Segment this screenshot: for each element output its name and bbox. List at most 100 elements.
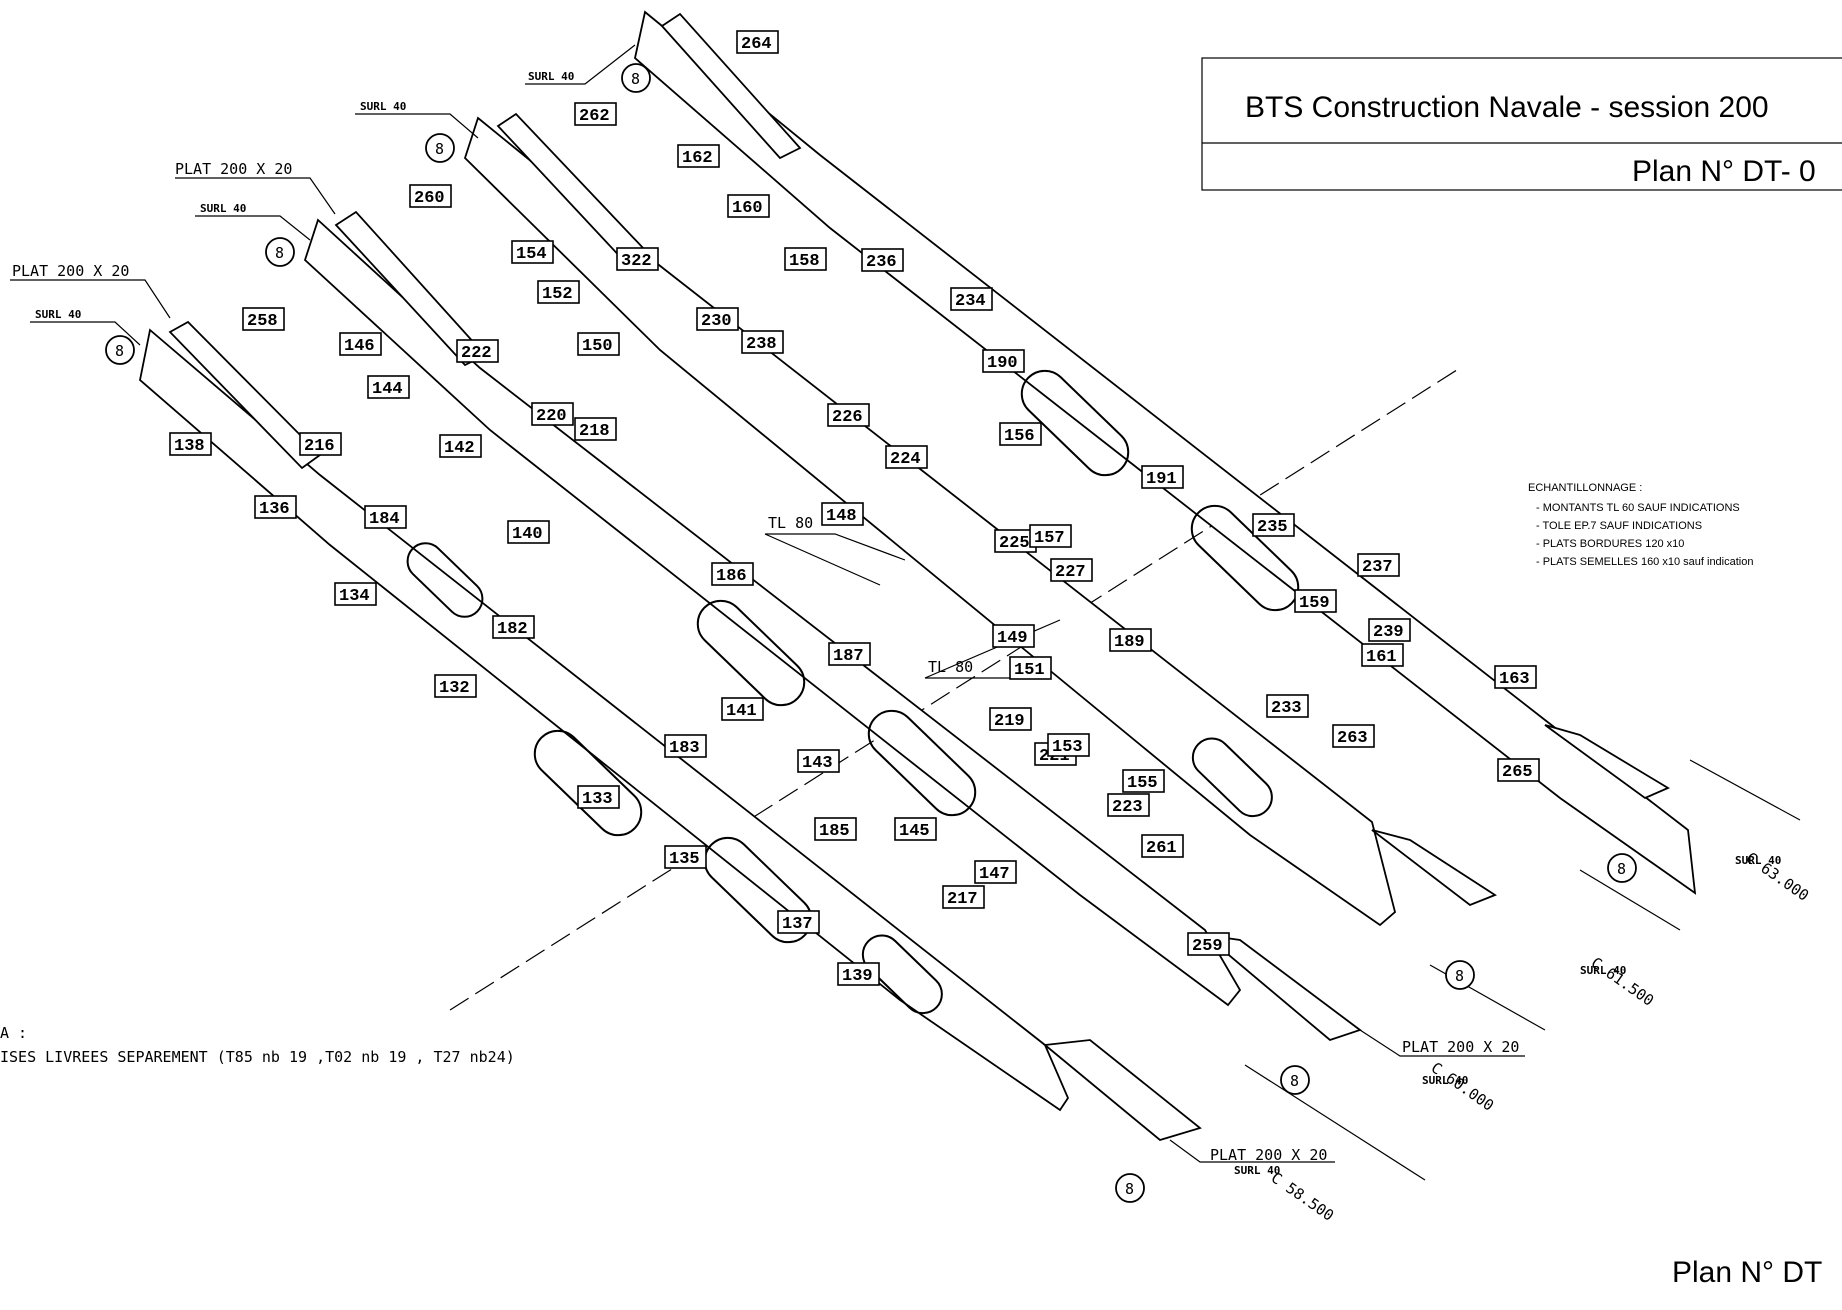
centerline — [449, 367, 1461, 1011]
part-label: 222 — [456, 339, 499, 363]
svg-text:137: 137 — [782, 915, 813, 934]
part-label: 218 — [574, 417, 617, 441]
part-label: 234 — [950, 287, 993, 311]
svg-text:8: 8 — [435, 140, 444, 158]
svg-text:190: 190 — [987, 354, 1018, 373]
svg-text:258: 258 — [247, 312, 278, 331]
svg-text:132: 132 — [439, 679, 470, 698]
part-label: 143 — [797, 749, 840, 773]
part-label: 261 — [1141, 834, 1184, 858]
svg-text:139: 139 — [842, 967, 873, 986]
svg-text:8: 8 — [631, 70, 640, 88]
part-label: 187 — [828, 642, 871, 666]
svg-text:227: 227 — [1055, 563, 1086, 582]
part-label: 184 — [364, 505, 407, 529]
part-label: 191 — [1141, 465, 1184, 489]
svg-text:159: 159 — [1299, 594, 1330, 613]
title-block: BTS Construction Navale - session 200 Pl… — [1201, 57, 1842, 191]
part-label: 233 — [1266, 694, 1309, 718]
part-label: 157 — [1029, 524, 1072, 548]
part-label: 265 — [1497, 758, 1540, 782]
part-label: 189 — [1109, 628, 1152, 652]
svg-text:135: 135 — [669, 850, 700, 869]
svg-text:223: 223 — [1112, 798, 1143, 817]
part-label: 227 — [1050, 558, 1093, 582]
svg-text:154: 154 — [516, 245, 547, 264]
svg-text:147: 147 — [979, 865, 1010, 884]
svg-text:142: 142 — [444, 439, 475, 458]
part-label: 219 — [989, 707, 1032, 731]
svg-text:234: 234 — [955, 292, 986, 311]
note-line: - MONTANTS TL 60 SAUF INDICATIONS — [1536, 502, 1740, 514]
part-label: 134 — [334, 582, 377, 606]
plan-number-bottom: Plan N° DT — [1672, 1256, 1822, 1289]
weld-marker: 8 — [105, 335, 135, 365]
svg-text:264: 264 — [741, 35, 772, 54]
svg-text:163: 163 — [1499, 670, 1530, 689]
svg-text:262: 262 — [579, 107, 610, 126]
part-label: 136 — [254, 495, 297, 519]
part-label: 230 — [696, 307, 739, 331]
svg-text:158: 158 — [789, 252, 820, 271]
svg-text:222: 222 — [461, 344, 492, 363]
svg-text:189: 189 — [1114, 633, 1145, 652]
svg-text:230: 230 — [701, 312, 732, 331]
part-label: 220 — [531, 402, 574, 426]
plat-label: PLAT 200 X 20 — [175, 160, 292, 178]
part-label: 149 — [992, 624, 1035, 648]
part-label: 239 — [1368, 618, 1411, 642]
svg-text:153: 153 — [1052, 738, 1083, 757]
svg-text:8: 8 — [1125, 1180, 1134, 1198]
svg-text:162: 162 — [682, 149, 713, 168]
svg-text:152: 152 — [542, 285, 573, 304]
part-label: 140 — [507, 520, 550, 544]
bottom-note-line2: ISES LIVREES SEPAREMENT (T85 nb 19 ,T02 … — [0, 1048, 515, 1066]
weld-marker: 8 — [1607, 853, 1637, 883]
svg-text:160: 160 — [732, 199, 763, 218]
surl-label: SURL 40 — [200, 202, 246, 215]
svg-text:136: 136 — [259, 500, 290, 519]
svg-text:138: 138 — [174, 437, 205, 456]
weld-marker: 8 — [1445, 960, 1475, 990]
svg-text:140: 140 — [512, 525, 543, 544]
svg-text:134: 134 — [339, 587, 370, 606]
part-label: 225 — [994, 529, 1037, 553]
flange-plates — [168, 12, 1670, 1142]
plat-label: PLAT 200 X 20 — [12, 262, 129, 280]
part-label: 156 — [999, 422, 1042, 446]
svg-text:233: 233 — [1271, 699, 1302, 718]
svg-text:143: 143 — [802, 754, 833, 773]
svg-text:133: 133 — [582, 790, 613, 809]
surl-label: SURL 40 — [1234, 1164, 1280, 1177]
part-label: 154 — [511, 240, 554, 264]
part-label: 159 — [1294, 589, 1337, 613]
part-label: 155 — [1122, 769, 1165, 793]
part-label: 137 — [777, 910, 820, 934]
part-label: 138 — [169, 432, 212, 456]
svg-text:185: 185 — [819, 822, 850, 841]
note-line: - PLATS BORDURES 120 x10 — [1536, 538, 1684, 550]
drawing-title: BTS Construction Navale - session 200 — [1245, 91, 1769, 124]
part-label: 237 — [1357, 553, 1400, 577]
svg-text:219: 219 — [994, 712, 1025, 731]
tl-label: TL 80 — [768, 514, 813, 532]
svg-text:218: 218 — [579, 422, 610, 441]
frame-strips — [139, 10, 1697, 1112]
frame-label: C 61.500 — [1588, 954, 1658, 1010]
part-label: 151 — [1009, 656, 1052, 680]
part-label: 236 — [861, 248, 904, 272]
svg-text:187: 187 — [833, 647, 864, 666]
svg-text:225: 225 — [999, 534, 1030, 553]
svg-text:263: 263 — [1337, 729, 1368, 748]
part-label: 183 — [664, 734, 707, 758]
svg-text:260: 260 — [414, 189, 445, 208]
part-label: 161 — [1361, 643, 1404, 667]
part-label: 150 — [577, 332, 620, 356]
weld-marker: 8 — [1115, 1173, 1145, 1203]
plat-label: PLAT 200 X 20 — [1210, 1146, 1327, 1164]
part-label: 141 — [721, 697, 764, 721]
part-label: 226 — [827, 403, 870, 427]
svg-text:226: 226 — [832, 408, 863, 427]
svg-text:8: 8 — [1617, 860, 1626, 878]
